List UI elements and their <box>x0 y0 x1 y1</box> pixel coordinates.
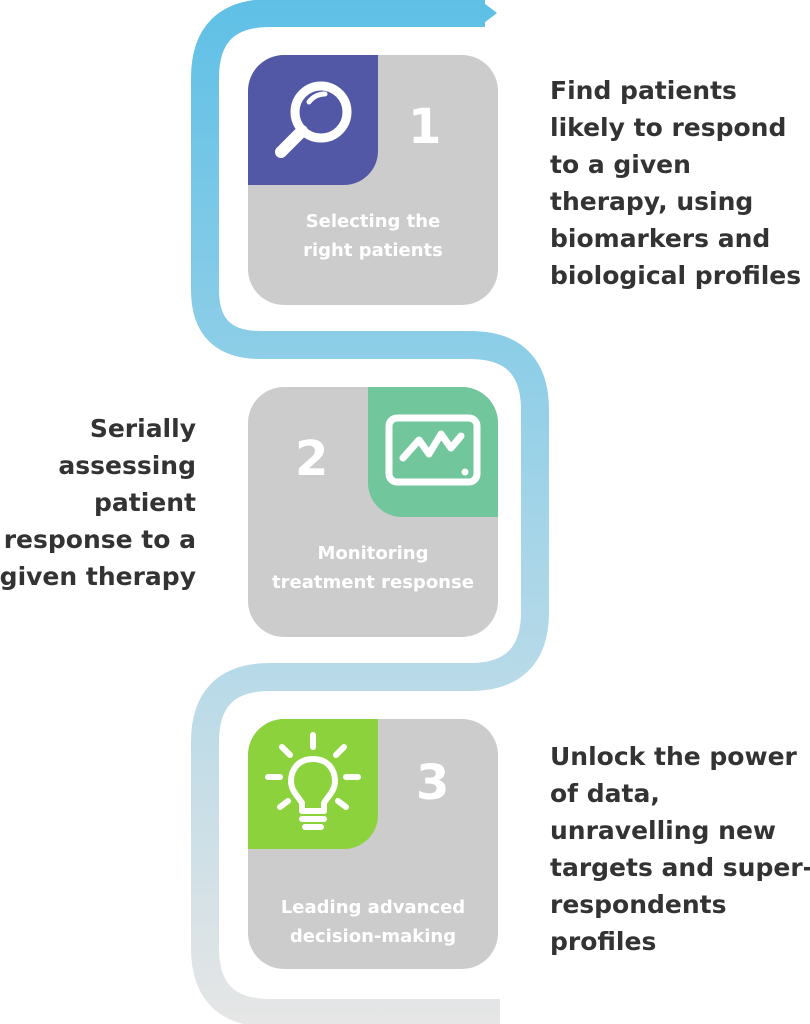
magnifying-glass-icon <box>275 81 352 158</box>
step-1-description-line: therapy, using <box>550 187 754 216</box>
step-2-description-line: assessing <box>58 451 196 480</box>
ribbon-path <box>191 0 549 1024</box>
step-3-label-line: Leading advanced <box>280 897 466 918</box>
lightbulb-icon <box>265 732 361 830</box>
step-1-description-line: Find patients <box>550 76 737 105</box>
step-1-description-line: likely to respond <box>550 113 787 142</box>
step-1-description-line: biomarkers and <box>550 224 771 253</box>
step-1-card: 1 Selecting the right patients <box>248 55 498 305</box>
step-2-description-line: response to a <box>3 525 196 554</box>
step-1-label: Selecting the right patients <box>248 207 498 265</box>
step-3-description-line: profiles <box>550 927 657 956</box>
step-2-label-line: treatment response <box>272 572 474 593</box>
step-3-label-line: decision-making <box>289 926 457 947</box>
step-1-number: 1 <box>408 99 442 155</box>
step-2-card: 2 Monitoring treatment response <box>248 387 498 637</box>
monitor-chart-icon <box>385 414 481 486</box>
step-3-description-line: Unlock the power <box>550 742 797 771</box>
step-3-number: 3 <box>416 755 450 811</box>
step-2-description-line: Serially <box>89 414 196 443</box>
ribbon-arrow-tip <box>480 0 497 26</box>
step-2-label-line: Monitoring <box>317 543 429 564</box>
step-3-description-line: respondents <box>550 890 727 919</box>
step-2-icon-tab <box>368 387 498 517</box>
step-3-icon-tab <box>248 719 378 849</box>
step-2-description: Serially assessing patient response to a… <box>0 410 196 595</box>
step-2-description-line: patient <box>94 488 196 517</box>
step-3-description: Unlock the power of data, unravelling ne… <box>550 738 810 960</box>
step-3-card: 3 Leading advanced decision-making <box>248 719 498 969</box>
step-3-description-line: targets and super- <box>550 853 810 882</box>
step-3-description-line: of data, <box>550 779 660 808</box>
step-2-description-line: given therapy <box>0 562 196 591</box>
step-3-description-line: unravelling new <box>550 816 777 845</box>
step-1-description: Find patients likely to respond to a giv… <box>550 72 801 294</box>
step-3-label: Leading advanced decision-making <box>248 893 498 951</box>
step-1-label-line: right patients <box>303 240 443 261</box>
step-1-icon-tab <box>248 55 378 185</box>
step-1-description-line: biological profiles <box>550 261 802 290</box>
step-1-label-line: Selecting the <box>305 211 441 232</box>
step-1-description-line: to a given <box>550 150 691 179</box>
step-2-number: 2 <box>295 431 329 487</box>
step-2-label: Monitoring treatment response <box>248 539 498 597</box>
